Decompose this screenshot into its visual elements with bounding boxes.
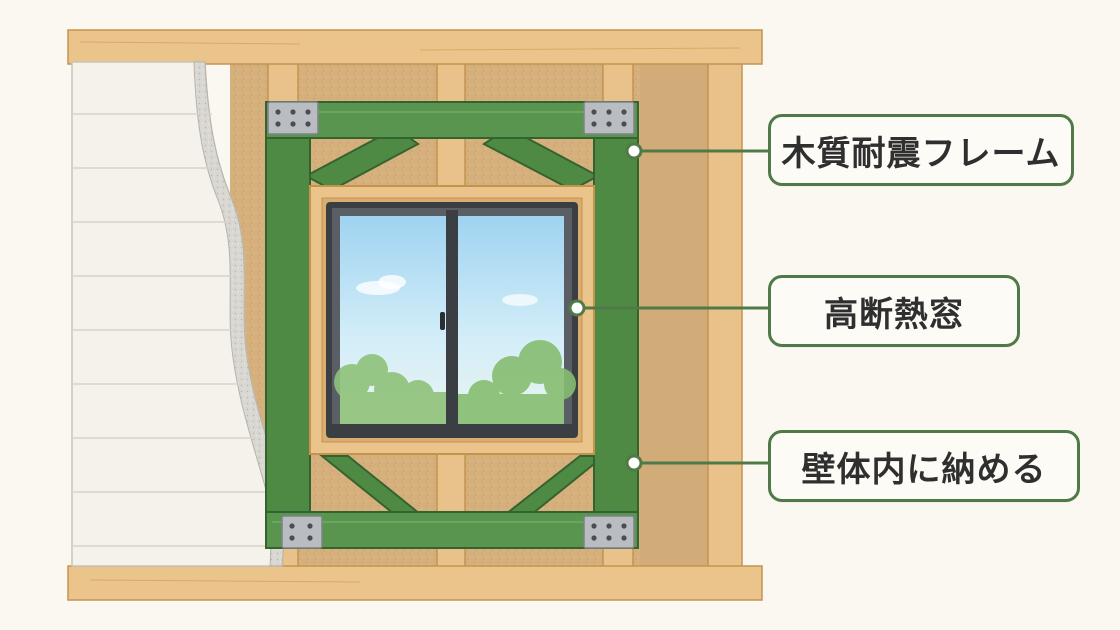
window-mullion xyxy=(446,210,458,432)
high-insulation-window xyxy=(326,202,578,438)
top-plate xyxy=(67,29,763,65)
tree-right xyxy=(458,340,576,424)
bolts xyxy=(275,109,627,541)
frame-bottom-rail xyxy=(265,511,639,549)
plate-top-left xyxy=(267,101,319,135)
plate-top-right xyxy=(583,101,635,135)
callout-high-insulation-window: 高断熱窓 xyxy=(768,275,1020,347)
plate-bottom-right xyxy=(583,515,635,549)
callout-inside-wall: 壁体内に納める xyxy=(768,430,1080,502)
tree-left xyxy=(334,354,448,424)
bottom-plate xyxy=(67,565,763,601)
frame-left-post xyxy=(265,101,311,549)
right-sheathing-panel xyxy=(640,62,710,576)
plate-bottom-left xyxy=(281,515,323,549)
frame-top-rail xyxy=(265,101,639,139)
window-handle-icon xyxy=(440,312,445,330)
callout-wooden-seismic-frame: 木質耐震フレーム xyxy=(768,114,1074,186)
exterior-siding xyxy=(71,61,285,567)
frame-right-post xyxy=(593,101,639,549)
leader-lines xyxy=(568,142,768,472)
